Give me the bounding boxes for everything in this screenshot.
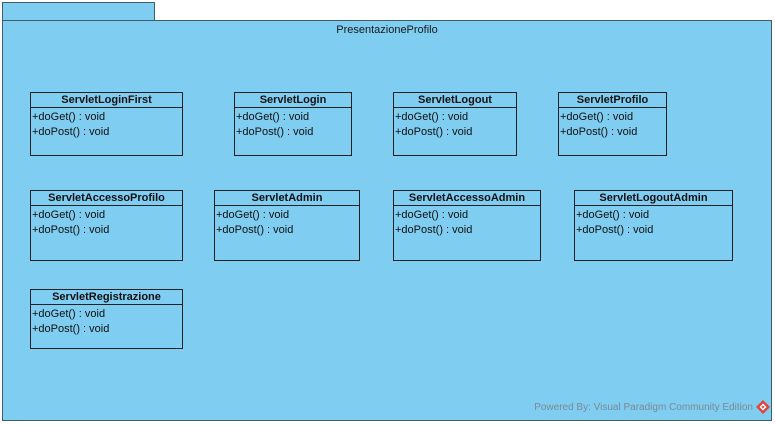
operation: +doGet() : void bbox=[32, 111, 106, 123]
class-box[interactable]: ServletAccessoProfilo +doGet() : void +d… bbox=[30, 190, 183, 261]
package-tab bbox=[2, 2, 155, 21]
class-name: ServletLoginFirst bbox=[31, 93, 182, 108]
operation: +doGet() : void bbox=[32, 308, 106, 320]
class-name: ServletRegistrazione bbox=[31, 290, 182, 305]
operation: +doPost() : void bbox=[576, 224, 654, 236]
class-box[interactable]: ServletLoginFirst +doGet() : void +doPos… bbox=[30, 92, 183, 156]
class-name: ServletAccessoAdmin bbox=[394, 191, 540, 206]
operation: +doPost() : void bbox=[32, 126, 110, 138]
operation: +doPost() : void bbox=[236, 126, 314, 138]
operation: +doGet() : void bbox=[560, 111, 634, 123]
powered-by-text: Powered By: Visual Paradigm Community Ed… bbox=[534, 402, 753, 413]
class-name: ServletAccessoProfilo bbox=[31, 191, 182, 206]
operation: +doGet() : void bbox=[576, 209, 650, 221]
class-name: ServletLogout bbox=[394, 93, 516, 108]
visual-paradigm-logo-icon bbox=[756, 400, 770, 414]
class-box[interactable]: ServletLogout +doGet() : void +doPost() … bbox=[393, 92, 517, 156]
operation: +doGet() : void bbox=[32, 209, 106, 221]
class-box[interactable]: ServletLogin +doGet() : void +doPost() :… bbox=[234, 92, 352, 156]
operation: +doPost() : void bbox=[216, 224, 294, 236]
operation: +doGet() : void bbox=[216, 209, 290, 221]
class-box[interactable]: ServletProfilo +doGet() : void +doPost()… bbox=[558, 92, 667, 156]
class-box[interactable]: ServletRegistrazione +doGet() : void +do… bbox=[30, 289, 183, 349]
operation: +doGet() : void bbox=[236, 111, 310, 123]
operation: +doPost() : void bbox=[395, 126, 473, 138]
class-name: ServletLogoutAdmin bbox=[575, 191, 732, 206]
class-box[interactable]: ServletAccessoAdmin +doGet() : void +doP… bbox=[393, 190, 541, 261]
operation: +doPost() : void bbox=[560, 126, 638, 138]
operation: +doGet() : void bbox=[395, 111, 469, 123]
operation: +doPost() : void bbox=[395, 224, 473, 236]
class-name: ServletLogin bbox=[235, 93, 351, 108]
operation: +doPost() : void bbox=[32, 224, 110, 236]
package-name: PresentazioneProfilo bbox=[336, 24, 438, 36]
class-name: ServletAdmin bbox=[215, 191, 359, 206]
class-box[interactable]: ServletLogoutAdmin +doGet() : void +doPo… bbox=[574, 190, 733, 261]
class-name: ServletProfilo bbox=[559, 93, 666, 108]
operation: +doGet() : void bbox=[395, 209, 469, 221]
class-box[interactable]: ServletAdmin +doGet() : void +doPost() :… bbox=[214, 190, 360, 261]
operation: +doPost() : void bbox=[32, 323, 110, 335]
